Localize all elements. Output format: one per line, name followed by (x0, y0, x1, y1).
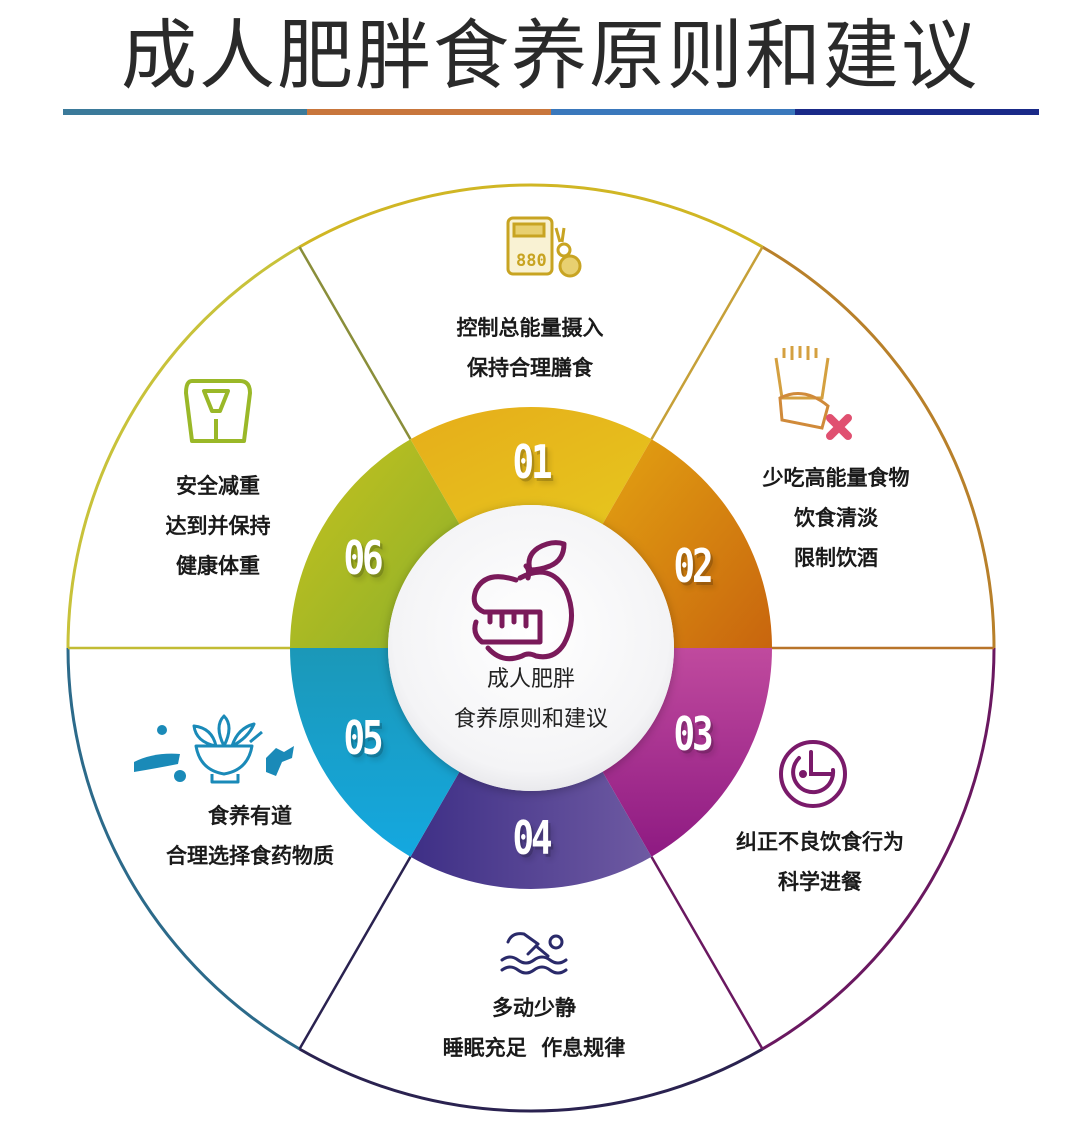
center-circle (388, 505, 674, 791)
center-title-line2: 食养原则和建议 (453, 707, 609, 732)
segment-02-line1: 少吃高能量食物 (762, 466, 910, 490)
segment-02-line3: 限制饮酒 (794, 546, 878, 570)
title-underline-bar (63, 109, 1039, 115)
ring-segment-06 (290, 439, 460, 648)
segment-number-04: 04 (512, 811, 553, 865)
segment-05-line2: 合理选择食药物质 (166, 844, 334, 868)
segment-06-text: 安全减重 达到并保持 健康体重 (166, 466, 271, 586)
underline-segment-1 (63, 109, 307, 115)
underline-segment-2 (307, 109, 551, 115)
segment-03-line2: 科学进餐 (778, 870, 862, 894)
apple-measuring-tape-icon (471, 540, 574, 662)
segment-05-text: 食养有道 合理选择食药物质 (166, 796, 334, 876)
segment-number-01: 01 (512, 435, 553, 489)
segment-03-text: 纠正不良饮食行为 科学进餐 (736, 822, 904, 902)
segment-04-line1: 多动少静 (492, 996, 576, 1020)
segment-01-text: 控制总能量摄入 保持合理膳食 (457, 308, 604, 388)
segment-02-line2: 饮食清淡 (794, 506, 878, 530)
outer-circle (66, 183, 996, 1113)
ring-segment-05 (290, 648, 460, 857)
ring-segment-03 (602, 648, 772, 857)
segment-06-line3: 健康体重 (176, 554, 260, 578)
segment-number-05: 05 (343, 711, 384, 765)
swimmer-icon (500, 932, 568, 975)
clock-icon (779, 740, 847, 808)
french-fries-forbidden-icon (774, 346, 852, 440)
inner-ring (290, 407, 772, 889)
segment-04-line2: 睡眠充足 作息规律 (442, 1036, 626, 1060)
underline-segment-3 (551, 109, 795, 115)
segment-number-03: 03 (673, 707, 714, 761)
segment-04-text: 多动少静 睡眠充足 作息规律 (443, 988, 626, 1068)
divider-spokes (68, 246, 994, 1050)
ring-segment-04 (410, 771, 652, 889)
svg-text:880: 880 (516, 251, 547, 271)
segment-01-line2: 保持合理膳食 (467, 356, 593, 380)
underline-segment-4 (795, 109, 1039, 115)
segment-06-line1: 安全减重 (176, 474, 260, 498)
weighing-scale-icon (184, 379, 252, 443)
segment-01-line1: 控制总能量摄入 (456, 316, 604, 340)
segment-05-line1: 食养有道 (208, 804, 292, 828)
segment-03-line1: 纠正不良饮食行为 (736, 830, 904, 854)
segment-number-02: 02 (673, 539, 714, 593)
segment-02-text: 少吃高能量食物 饮食清淡 限制饮酒 (763, 458, 910, 578)
herbs-mortar-icon (134, 714, 294, 784)
page-title: 成人肥胖食养原则和建议 (121, 11, 979, 100)
ring-segment-01 (410, 407, 652, 525)
ring-segment-02 (602, 439, 772, 648)
segment-number-06: 06 (343, 531, 384, 585)
calorie-scale-icon: 880 (506, 216, 582, 278)
center-title-line1: 成人肥胖 (486, 667, 576, 692)
segment-06-line2: 达到并保持 (165, 514, 271, 538)
